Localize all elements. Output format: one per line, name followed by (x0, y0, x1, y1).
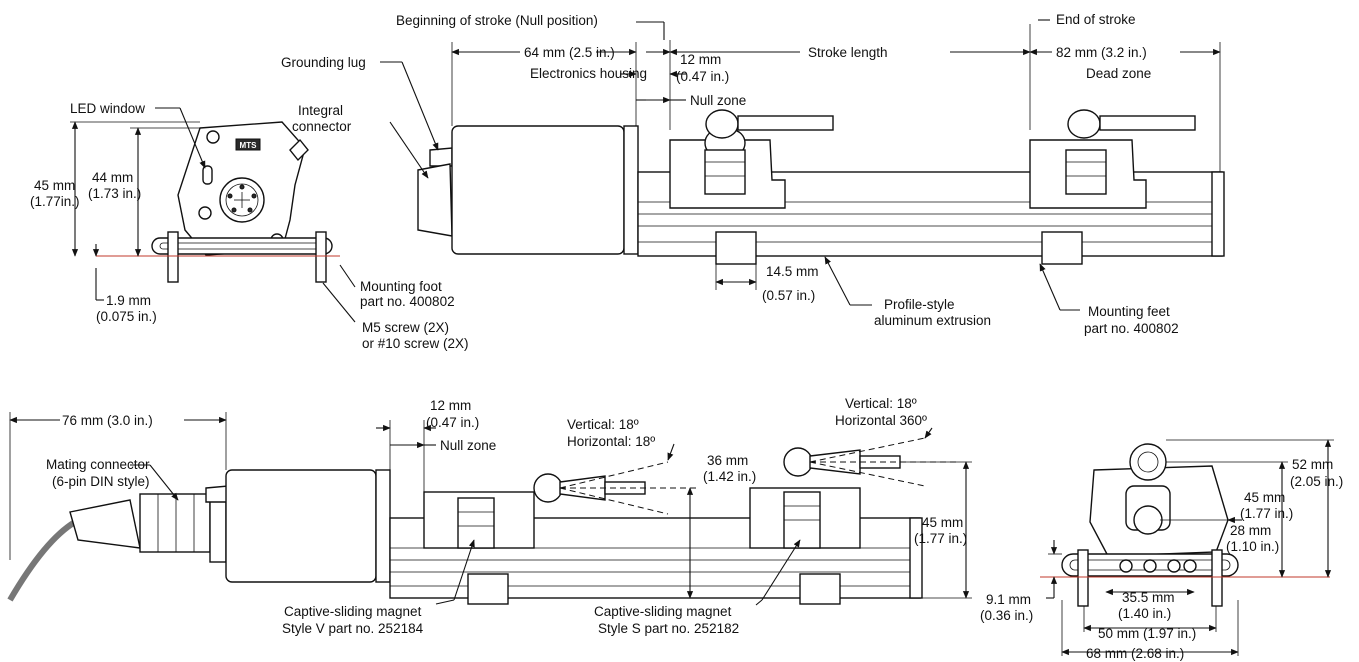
h44-in-label: (1.73 in.) (88, 186, 141, 201)
screw-icon (206, 130, 220, 144)
integral-label: Integral (298, 103, 343, 118)
h36-mm-label: 36 mm (707, 453, 748, 468)
w355-in-label: (1.40 in.) (1118, 606, 1171, 621)
null-dim-in-2: (0.47 in.) (426, 415, 479, 430)
mounting-foot-label: Mounting foot (360, 279, 442, 294)
logo-text: MTS (240, 141, 258, 150)
connector-label: connector (292, 119, 352, 134)
s-vertical-label: Vertical: 18º (845, 396, 917, 411)
null-dim-mm-2: 12 mm (430, 398, 471, 413)
mounting-feet-part: part no. 400802 (1084, 321, 1179, 336)
h52-in-label: (2.05 in.) (1290, 474, 1343, 489)
h45-in-label-2: (1.77 in.) (914, 531, 967, 546)
mating-connector (139, 493, 211, 553)
null-dim-mm: 12 mm (680, 52, 721, 67)
profile-label-1: Profile-style (884, 297, 955, 312)
mounting-foot-part: part no. 400802 (360, 294, 455, 309)
top-end-view: MTS (70, 107, 356, 323)
dead-dim-label: 82 mm (3.2 in.) (1056, 45, 1147, 60)
w68-label: 68 mm (2.68 in.) (1086, 646, 1184, 661)
stroke-length-label: Stroke length (808, 45, 888, 60)
beginning-of-stroke-label: Beginning of stroke (Null position) (396, 13, 598, 28)
h28-in-label: (1.10 in.) (1226, 539, 1279, 554)
connector-dim-label: 76 mm (3.0 in.) (62, 413, 153, 428)
screw-icon (198, 206, 212, 220)
v-vertical-label: Vertical: 18º (567, 417, 639, 432)
h44-mm-label: 44 mm (92, 170, 133, 185)
null-zone-label: Null zone (690, 93, 746, 108)
led-window (202, 165, 213, 185)
null-zone-label-2: Null zone (440, 438, 496, 453)
captive-v-part: Style V part no. 252184 (282, 621, 424, 636)
grounding-lug (429, 147, 453, 167)
electronics-housing-2 (225, 469, 377, 583)
bottom-end-view (1040, 439, 1334, 656)
h28-mm-label: 28 mm (1230, 523, 1271, 538)
mounting-feet-label: Mounting feet (1088, 304, 1170, 319)
integral-connector (417, 163, 453, 237)
captive-s-part: Style S part no. 252182 (598, 621, 739, 636)
mounting-foot (151, 237, 333, 255)
mounting-foot-1 (715, 231, 757, 265)
h45-mm-label-3: 45 mm (1244, 490, 1285, 505)
led-window-label: LED window (70, 101, 145, 116)
h19-in-label: (0.075 in.) (96, 309, 157, 324)
foot-dim-mm: 14.5 mm (766, 264, 819, 279)
null-dim-in: (0.47 in.) (676, 69, 729, 84)
w50-label: 50 mm (1.97 in.) (1098, 626, 1196, 641)
h45-mm-label-2: 45 mm (922, 515, 963, 530)
h45-mm-label: 45 mm (34, 178, 75, 193)
cable-boot (69, 499, 141, 549)
mounting-foot-2 (1041, 231, 1083, 265)
h91-mm-label: 9.1 mm (986, 592, 1031, 607)
h91-in-label: (0.36 in.) (980, 608, 1033, 623)
bottom-side-view (7, 412, 972, 606)
h45-in-label: (1.77in.) (30, 194, 80, 209)
screw-label-alt: or #10 screw (2X) (362, 336, 469, 351)
h52-mm-label: 52 mm (1292, 457, 1333, 472)
electronics-dim-label: 64 mm (2.5 in.) (524, 45, 615, 60)
electronics-housing (451, 125, 625, 255)
electronics-housing-label: Electronics housing (530, 66, 647, 81)
h19-mm-label: 1.9 mm (106, 293, 151, 308)
connector-inner (225, 183, 259, 217)
top-side-view (380, 19, 1225, 311)
captive-s-label: Captive-sliding magnet (594, 604, 732, 619)
grounding-lug-label: Grounding lug (281, 55, 366, 70)
mts-logo (235, 138, 261, 151)
s-horizontal-label: Horizontal 360º (835, 413, 927, 428)
h45-in-label-3: (1.77 in.) (1240, 506, 1293, 521)
v-horizontal-label: Horizontal: 18º (567, 434, 655, 449)
h36-in-label: (1.42 in.) (703, 469, 756, 484)
screw-label: M5 screw (2X) (362, 320, 449, 335)
mating-connector-style: (6-pin DIN style) (52, 474, 150, 489)
end-of-stroke-label: End of stroke (1056, 12, 1136, 27)
dead-zone-label: Dead zone (1086, 66, 1151, 81)
foot-dim-in: (0.57 in.) (762, 288, 815, 303)
w355-mm-label: 35.5 mm (1122, 590, 1175, 605)
profile-label-2: aluminum extrusion (874, 313, 991, 328)
captive-v-label: Captive-sliding magnet (284, 604, 422, 619)
mating-connector-label: Mating connector (46, 457, 150, 472)
